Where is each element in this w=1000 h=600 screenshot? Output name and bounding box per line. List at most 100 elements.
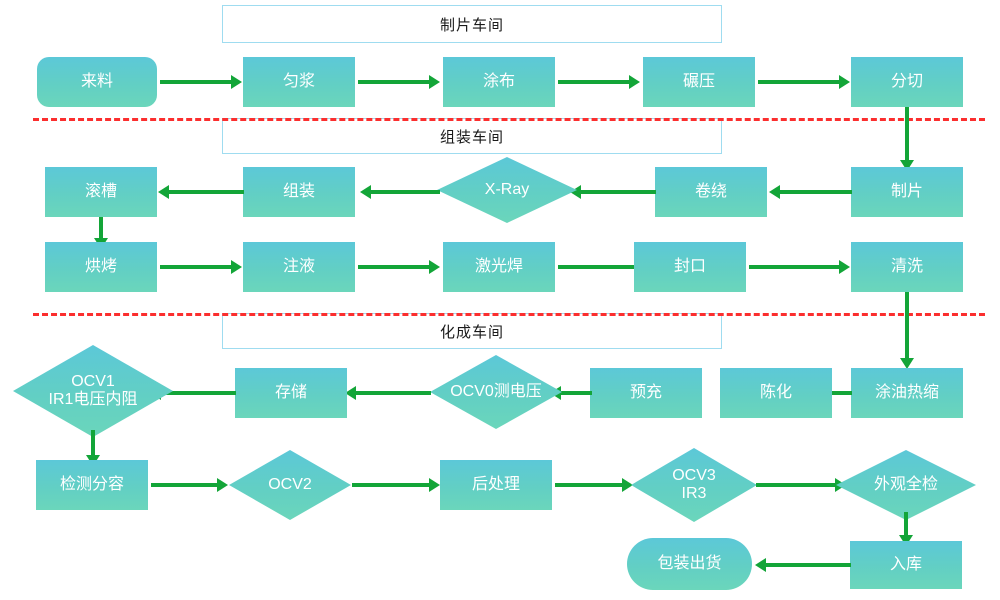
edge-X-Ray-组装 xyxy=(370,190,440,194)
arrowhead-right-icon xyxy=(231,75,242,89)
section-title-label: 化成车间 xyxy=(439,323,504,341)
node-label-line2: IR3 xyxy=(681,485,707,502)
arrowhead-right-icon xyxy=(429,478,440,492)
edge-烘烤-注液 xyxy=(160,265,232,269)
node-label: 制片 xyxy=(890,183,923,201)
edge-封口-清洗 xyxy=(749,265,839,269)
node-label: 卷绕 xyxy=(694,183,727,201)
node-滚槽[interactable]: 滚槽 xyxy=(45,167,157,217)
node-涂油热缩[interactable]: 涂油热缩 xyxy=(851,368,963,418)
arrowhead-left-icon xyxy=(345,386,356,400)
node-外观全检[interactable]: 外观全检 xyxy=(836,450,976,520)
node-制片[interactable]: 制片 xyxy=(851,167,963,217)
node-label: 分切 xyxy=(890,73,923,91)
node-label: 清洗 xyxy=(890,258,923,276)
edge-OCV3-外观全检 xyxy=(756,483,836,487)
edge-组装-滚槽 xyxy=(168,190,244,194)
node-匀浆[interactable]: 匀浆 xyxy=(243,57,355,107)
arrowhead-down-icon xyxy=(899,535,913,546)
arrowhead-down-icon xyxy=(900,358,914,369)
node-涂布[interactable]: 涂布 xyxy=(443,57,555,107)
node-OCV3-IR3[interactable]: OCV3 IR3 xyxy=(631,448,757,522)
node-label: 后处理 xyxy=(471,476,520,494)
node-label: 激光焊 xyxy=(474,258,523,276)
node-入库[interactable]: 入库 xyxy=(850,541,962,589)
arrowhead-left-icon xyxy=(755,558,766,572)
edge-OCV1-检测分容 xyxy=(91,430,95,457)
node-预充[interactable]: 预充 xyxy=(590,368,702,418)
edge-OCV2-后处理 xyxy=(352,483,430,487)
node-label: 外观全检 xyxy=(873,475,938,493)
arrowhead-left-icon xyxy=(360,185,371,199)
section-divider-2 xyxy=(33,313,985,316)
edge-碾压-分切 xyxy=(758,80,840,84)
node-label-line1: OCV3 xyxy=(672,466,716,484)
arrowhead-right-icon xyxy=(429,260,440,274)
node-label-line2: IR1电压内阻 xyxy=(48,391,138,408)
node-label: OCV1 IR1电压内阻 xyxy=(49,373,138,410)
edge-匀浆-涂布 xyxy=(358,80,430,84)
node-来料[interactable]: 来料 xyxy=(37,57,157,107)
node-label: 检测分容 xyxy=(59,476,124,494)
edge-外观全检-入库 xyxy=(904,512,908,537)
node-卷绕[interactable]: 卷绕 xyxy=(655,167,767,217)
node-OCV0测电压[interactable]: OCV0测电压 xyxy=(430,355,562,429)
edge-后处理-OCV3 xyxy=(555,483,623,487)
edge-卷绕-X-Ray xyxy=(580,190,656,194)
node-后处理[interactable]: 后处理 xyxy=(440,460,552,510)
arrowhead-right-icon xyxy=(429,75,440,89)
node-label: 包装出货 xyxy=(657,555,722,573)
section-title-制片车间: 制片车间 xyxy=(222,5,722,43)
node-包装出货[interactable]: 包装出货 xyxy=(627,538,752,590)
edge-激光焊-封口 xyxy=(558,265,638,269)
node-陈化[interactable]: 陈化 xyxy=(720,368,832,418)
edge-入库-包装出货 xyxy=(765,563,851,567)
edge-涂油热缩-陈化 xyxy=(832,391,852,395)
node-注液[interactable]: 注液 xyxy=(243,242,355,292)
node-label: 涂布 xyxy=(482,73,515,91)
arrowhead-right-icon xyxy=(629,75,640,89)
section-title-组装车间: 组装车间 xyxy=(222,118,722,154)
arrowhead-down-icon xyxy=(900,160,914,171)
edge-清洗-涂油热缩 xyxy=(905,292,909,360)
node-label: X-Ray xyxy=(484,180,530,198)
node-组装[interactable]: 组装 xyxy=(243,167,355,217)
edge-来料-匀浆 xyxy=(160,80,232,84)
node-检测分容[interactable]: 检测分容 xyxy=(36,460,148,510)
node-label: 入库 xyxy=(889,556,922,574)
node-清洗[interactable]: 清洗 xyxy=(851,242,963,292)
section-title-label: 制片车间 xyxy=(439,16,504,34)
edge-涂布-碾压 xyxy=(558,80,630,84)
node-label: 滚槽 xyxy=(84,183,117,201)
arrowhead-right-icon xyxy=(231,260,242,274)
arrowhead-left-icon xyxy=(158,185,169,199)
node-label: 涂油热缩 xyxy=(874,384,939,402)
node-碾压[interactable]: 碾压 xyxy=(643,57,755,107)
node-OCV2[interactable]: OCV2 xyxy=(229,450,351,520)
section-divider-1 xyxy=(33,118,985,121)
node-封口[interactable]: 封口 xyxy=(634,242,746,292)
node-label: OCV3 IR3 xyxy=(672,467,716,504)
node-烘烤[interactable]: 烘烤 xyxy=(45,242,157,292)
node-label: 注液 xyxy=(282,258,315,276)
node-label: 封口 xyxy=(673,258,706,276)
node-OCV1-IR1电压内阻[interactable]: OCV1 IR1电压内阻 xyxy=(13,345,173,437)
edge-滚槽-烘烤 xyxy=(99,217,103,240)
section-title-label: 组装车间 xyxy=(439,128,504,146)
edge-注液-激光焊 xyxy=(358,265,430,269)
node-label: OCV0测电压 xyxy=(450,382,542,400)
edge-存储-OCV1 xyxy=(160,391,236,395)
arrowhead-right-icon xyxy=(622,478,633,492)
arrowhead-right-icon xyxy=(217,478,228,492)
arrowhead-left-icon xyxy=(769,185,780,199)
arrowhead-right-icon xyxy=(839,260,850,274)
section-title-化成车间: 化成车间 xyxy=(222,313,722,349)
node-X-Ray[interactable]: X-Ray xyxy=(437,157,577,223)
arrowhead-right-icon xyxy=(839,75,850,89)
node-label: OCV2 xyxy=(268,475,312,493)
node-label: 组装 xyxy=(282,183,315,201)
node-存储[interactable]: 存储 xyxy=(235,368,347,418)
node-分切[interactable]: 分切 xyxy=(851,57,963,107)
node-激光焊[interactable]: 激光焊 xyxy=(443,242,555,292)
